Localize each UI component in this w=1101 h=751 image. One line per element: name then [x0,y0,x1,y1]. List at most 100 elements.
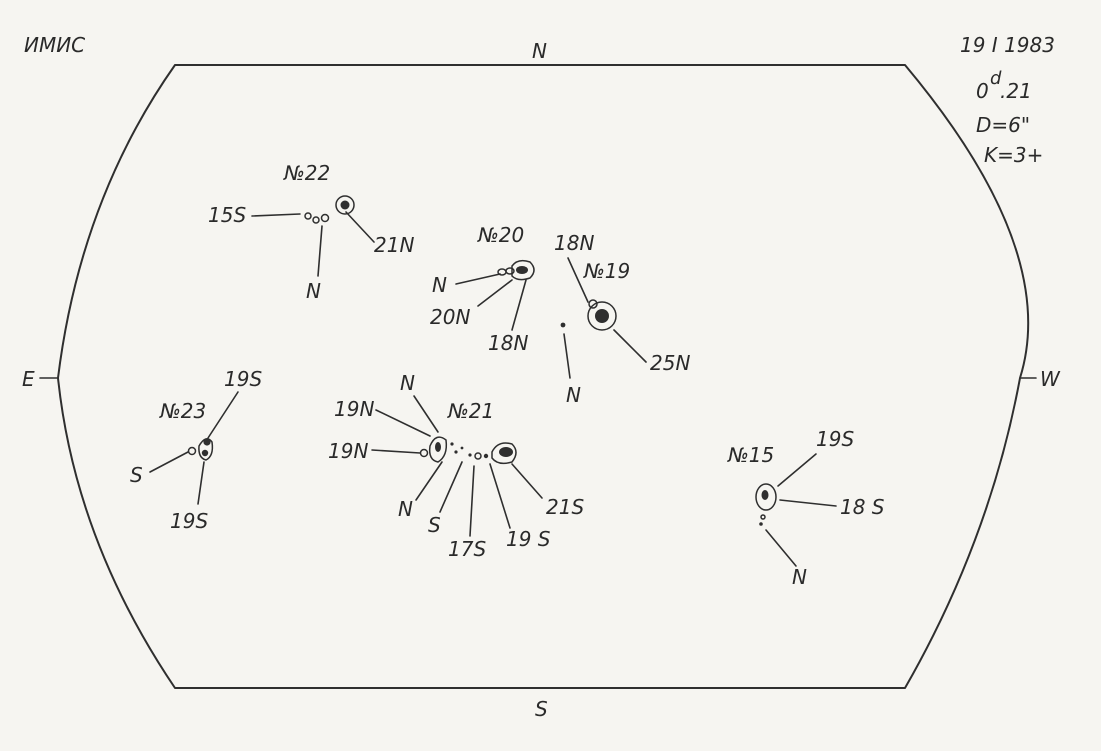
sunspot-umbra [761,490,769,500]
group-23: 19S №23 S 19S [130,367,262,533]
group-19-title: №19 [583,259,630,283]
observation-time: 0 d .21 [976,68,1032,103]
sunspot [505,267,515,275]
sunspot [560,322,566,328]
disk-diameter: D=6" [976,113,1030,137]
sunspot [483,453,489,459]
leader-line [197,461,205,505]
group-20: №20 N 20N 18N [430,223,535,355]
leader-line [489,463,511,529]
leader-line [779,499,837,507]
leader-line [375,409,431,437]
sunspot-penumbra [491,442,517,465]
group-22-label-15s: 15S [208,203,246,227]
group-23-label-19s-top: 19S [224,367,262,391]
sunspot-umbra [595,309,609,323]
sunspot [450,442,454,446]
leader-line [765,529,797,567]
group-15-label-n: N [792,565,807,589]
group-15: №15 19S 18 S N [727,427,885,589]
observatory-label: ИМИС [24,33,85,57]
sunspot-umbra [201,449,209,457]
group-22-label-n: N [306,279,321,303]
sunspot [419,448,429,458]
time-superscript: d [990,68,1002,89]
sunspot-penumbra [511,259,535,281]
group-15-title: №15 [727,443,774,467]
sunspot-umbra [203,438,211,446]
group-21-label-s: S [428,513,441,537]
observation-date: 19 I 1983 [960,33,1055,57]
sunspot [474,452,482,460]
time-fraction: .21 [1000,79,1032,103]
group-21-label-19s: 19 S [506,527,551,551]
sunspot [460,446,464,450]
sunspot [760,514,766,520]
leader-line [777,453,817,487]
sunspot-umbra [340,200,350,210]
group-19-label-n: N [566,383,581,407]
leader-line [469,465,475,537]
north-label: N [532,39,547,63]
sunspot [312,216,320,224]
leader-line [207,391,239,439]
leader-line [149,451,189,473]
leader-line [613,329,647,363]
leader-line [439,461,463,513]
group-23-title: №23 [159,399,206,423]
group-21-label-21s: 21S [546,495,584,519]
sunspot [304,212,312,220]
group-22-label-21n: 21N [374,233,414,257]
group-22-title: №22 [283,161,330,185]
group-20-title: №20 [477,223,524,247]
leader-line [477,279,513,307]
east-label: E [22,367,35,391]
group-19-label-25n: 25N [650,351,690,375]
group-21-label-19n-lower: 19N [328,439,368,463]
sunspot-penumbra [755,483,777,511]
leader-line [317,225,323,277]
group-20-label-18n: 18N [488,331,528,355]
sunspot [759,522,763,526]
sunspot [588,299,598,309]
group-21-label-n-bottom: N [398,497,413,521]
group-22: №22 15S 21N N [208,161,414,303]
seeing-quality: K=3+ [984,143,1043,167]
leader-line [415,461,443,501]
leader-line [567,257,589,303]
west-label: W [1040,367,1061,391]
sunspot [454,450,458,454]
leader-line [511,463,543,499]
group-21-label-17s: 17S [448,537,486,561]
south-label: S [535,697,548,721]
group-21-label-n-top: N [400,371,415,395]
group-23-label-19s-bottom: 19S [170,509,208,533]
leader-line [413,395,439,433]
sunspot-penumbra [428,436,448,463]
time-main: 0 [976,79,989,103]
leader-line [511,279,527,331]
group-20-label-n: N [432,273,447,297]
leader-line [455,273,501,285]
sunspot-penumbra [335,195,355,215]
sunspot-umbra [499,447,513,457]
sunspot [468,453,472,457]
leader-line [251,213,301,217]
sunspot [320,213,330,223]
sunspot-umbra [435,442,441,452]
group-21-label-19n-upper: 19N [334,397,374,421]
group-21: N №21 19N 19N N S 17S 19 S 21S [328,371,584,561]
sunspot [497,268,507,276]
leader-line [371,449,421,454]
group-15-label-18s: 18 S [840,495,885,519]
solar-disk-outline [57,64,1030,689]
group-19-label-18n: 18N [554,231,594,255]
group-21-title: №21 [447,399,494,423]
group-23-label-s: S [130,463,143,487]
leader-line [345,211,375,243]
sunspot [187,446,197,456]
leader-line [563,333,571,379]
group-20-label-20n: 20N [430,305,470,329]
